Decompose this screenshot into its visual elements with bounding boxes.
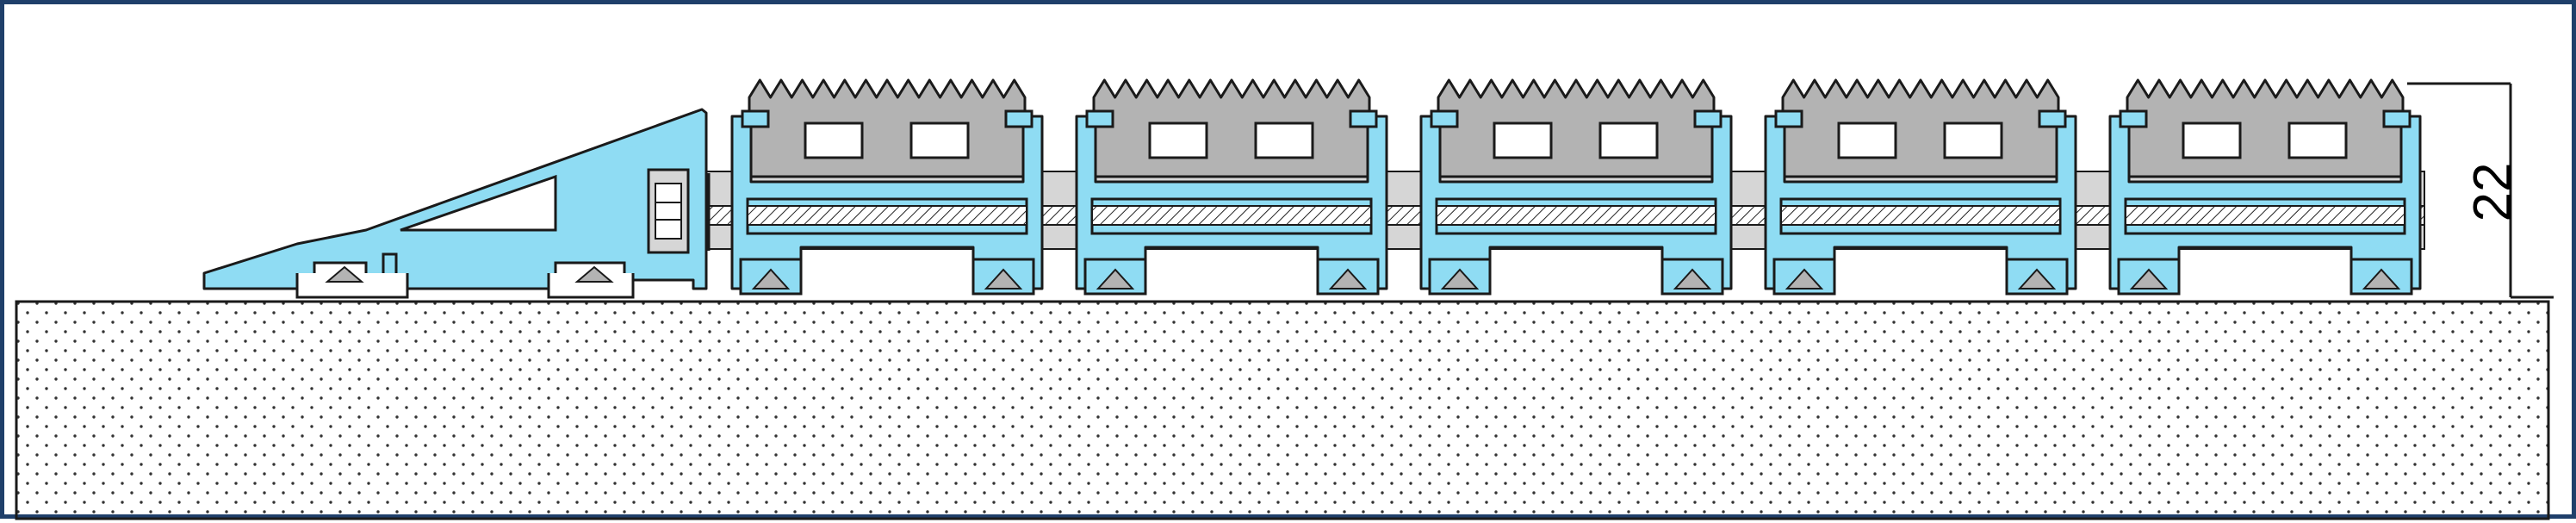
insert-hole: [1837, 121, 1897, 159]
mat-segment: [1419, 78, 1733, 296]
carrier-rod: [1091, 205, 1372, 226]
height-dimension: [2407, 82, 2554, 299]
rubber-insert: [1092, 78, 1371, 178]
clip-hook: [2382, 109, 2412, 128]
clip-hook: [1693, 109, 1723, 128]
foot-pad: [2017, 268, 2057, 290]
foot-pad: [2129, 268, 2169, 290]
foot-pad: [1440, 268, 1480, 290]
segments-group: [730, 78, 2422, 296]
insert-hole: [1598, 121, 1659, 159]
mat-segment: [2108, 78, 2422, 296]
insert-hole: [2182, 121, 2242, 159]
mat-segment: [1764, 78, 2077, 296]
foot-pad: [1096, 268, 1135, 290]
clip-hook: [1004, 109, 1034, 128]
insert-hole: [1254, 121, 1314, 159]
mat-segment: [1075, 78, 1388, 296]
carrier-rod: [747, 205, 1027, 226]
carrier-rod: [1780, 205, 2061, 226]
mat-segment: [730, 78, 1044, 296]
foot-pad: [751, 268, 791, 290]
insert-hole: [804, 121, 864, 159]
foot-pad: [2362, 268, 2401, 290]
ramp-edge-profile: [202, 108, 711, 299]
insert-hole: [1148, 121, 1208, 159]
clip-hook: [1085, 109, 1114, 128]
clip-hook: [741, 109, 770, 128]
foot-pad: [1785, 268, 1824, 290]
insert-hole: [909, 121, 970, 159]
mat-cross-section: 22: [15, 78, 2554, 520]
clip-hook: [1430, 109, 1459, 128]
clip-hook: [2119, 109, 2148, 128]
rubber-insert: [1781, 78, 2060, 178]
rubber-insert: [1437, 78, 1716, 178]
insert-hole: [1943, 121, 2003, 159]
carrier-rod: [2125, 205, 2405, 226]
connector-nut: [647, 168, 690, 254]
foot-pad: [1328, 268, 1368, 290]
floor-substrate: [15, 300, 2550, 520]
dimension-label: 22: [2463, 163, 2523, 222]
clip-hook: [1774, 109, 1803, 128]
insert-hole: [2287, 121, 2348, 159]
clip-hook: [2038, 109, 2067, 128]
rubber-insert: [2126, 78, 2405, 178]
foot-pad: [1673, 268, 1712, 290]
carrier-rod: [1436, 205, 1716, 226]
clip-hook: [1349, 109, 1378, 128]
rubber-insert: [748, 78, 1027, 178]
foot-pad: [984, 268, 1023, 290]
insert-hole: [1493, 121, 1553, 159]
